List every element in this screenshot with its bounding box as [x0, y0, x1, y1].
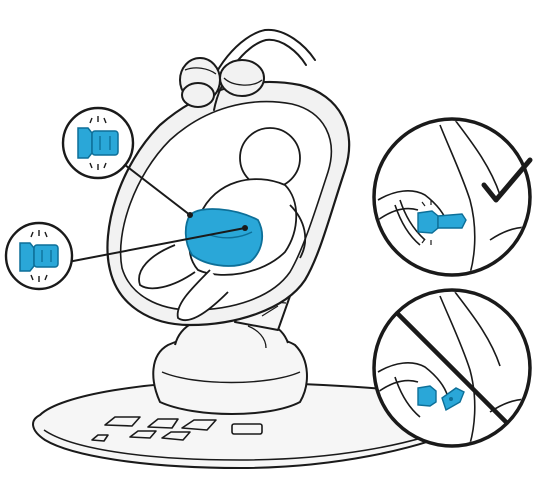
buckle-closed-icon [20, 243, 58, 271]
lower-buckle-callout [6, 223, 72, 289]
buckle-unfastened-view [374, 290, 535, 450]
lower-callout-anchor [242, 225, 248, 231]
buckle-fastened-view [374, 119, 535, 280]
buckle-closed-icon [78, 128, 118, 158]
upper-callout-anchor [187, 212, 193, 218]
upper-buckle-callout [63, 108, 133, 178]
swing-pedestal [153, 315, 307, 414]
